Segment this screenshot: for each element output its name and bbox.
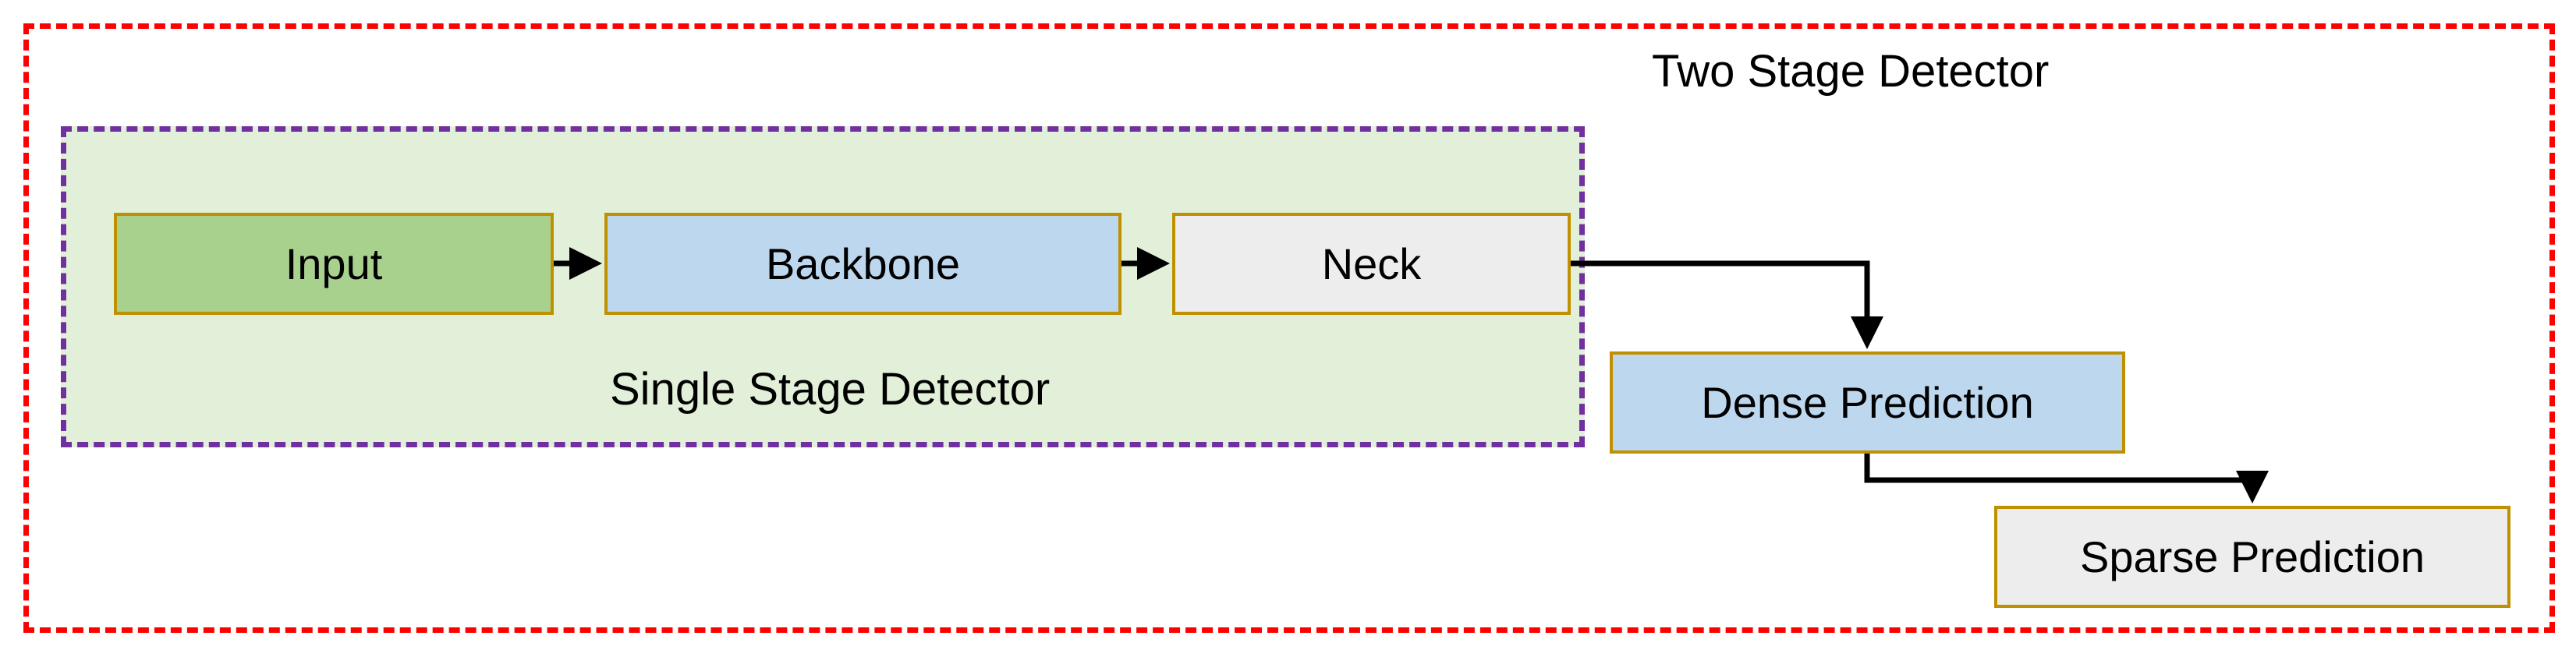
input-node: Input <box>114 213 554 315</box>
backbone-node: Backbone <box>604 213 1121 315</box>
neck-node: Neck <box>1172 213 1571 315</box>
two-stage-detector-frame <box>23 23 2555 633</box>
dense-prediction-node-label: Dense Prediction <box>1701 378 2034 427</box>
sparse-prediction-node: Sparse Prediction <box>1994 506 2510 608</box>
backbone-node-label: Backbone <box>765 239 961 288</box>
single-stage-detector-label: Single Stage Detector <box>610 364 1051 415</box>
input-node-label: Input <box>285 239 383 288</box>
neck-node-label: Neck <box>1321 239 1422 288</box>
two-stage-detector-label: Two Stage Detector <box>1652 46 2050 97</box>
sparse-prediction-node-label: Sparse Prediction <box>2079 532 2425 581</box>
dense-prediction-node: Dense Prediction <box>1610 351 2125 454</box>
